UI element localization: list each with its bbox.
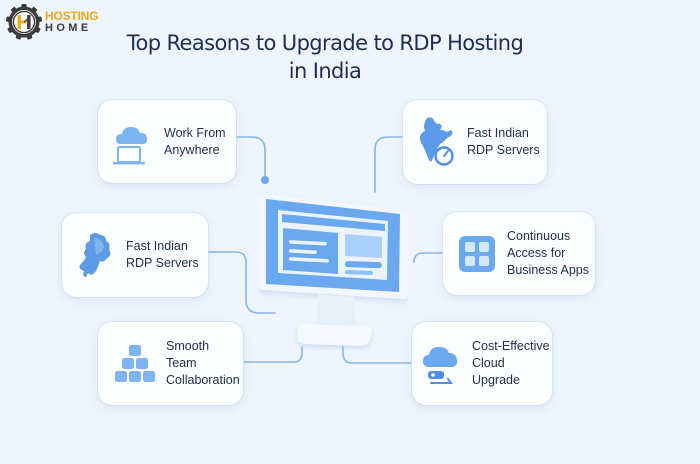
reason-card-cost-effective-cloud-upgrade: Cost-Effective Cloud Upgrade xyxy=(412,322,552,405)
reason-label: Cost-Effective Cloud Upgrade xyxy=(472,339,550,387)
desktop-monitor-icon xyxy=(258,193,408,346)
reason-card-fast-indian-rdp-servers-left: Fast Indian RDP Servers xyxy=(62,213,208,297)
cloud-wallet-icon xyxy=(412,339,472,389)
reason-label: Fast Indian RDP Servers xyxy=(467,126,540,157)
reason-card-work-from-anywhere: Work From Anywhere xyxy=(98,100,236,183)
india-map-icon xyxy=(62,225,126,285)
app-grid-icon xyxy=(447,235,507,273)
reason-label: Continuous Access for Business Apps xyxy=(507,229,589,277)
brand-name-top: HOSTING xyxy=(45,9,99,23)
reason-label: Smooth Team Collaboration xyxy=(166,339,240,387)
title-line-2: in India xyxy=(288,59,362,83)
india-map-speedometer-icon xyxy=(403,112,467,172)
page-title: Top Reasons to Upgrade to RDP Hosting in… xyxy=(90,29,560,85)
reason-label: Fast Indian RDP Servers xyxy=(126,239,199,270)
reason-card-continuous-access: Continuous Access for Business Apps xyxy=(443,212,595,295)
reason-card-smooth-team-collaboration: Smooth Team Collaboration xyxy=(98,322,243,405)
brand-name-bottom: HOME xyxy=(45,22,92,34)
stacked-blocks-icon xyxy=(104,343,166,385)
reason-card-fast-indian-rdp-servers: Fast Indian RDP Servers xyxy=(403,100,547,184)
brand-logo[interactable]: HOSTING HOME xyxy=(6,4,98,40)
cloud-laptop-icon xyxy=(102,116,164,168)
gear-h-logo-icon xyxy=(6,4,42,40)
title-line-1: Top Reasons to Upgrade to RDP Hosting xyxy=(126,31,524,55)
reason-label: Work From Anywhere xyxy=(164,125,226,157)
